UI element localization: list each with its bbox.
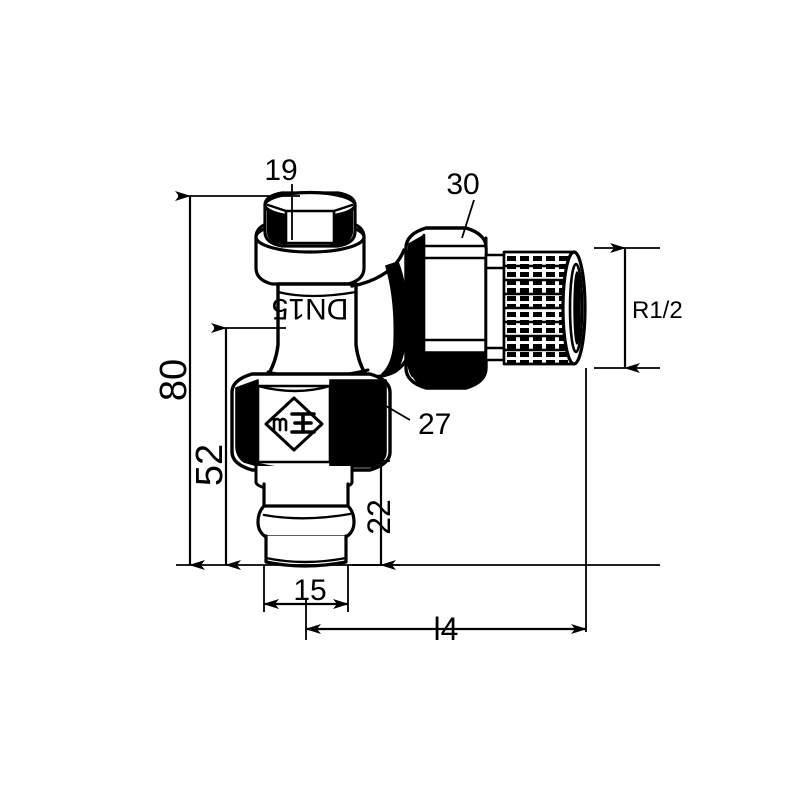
dimension-label-52: 52 <box>189 444 231 486</box>
dimension-label-22: 22 <box>361 499 397 535</box>
leader-line-30 <box>461 199 475 239</box>
body-marking-dn15: DN15 <box>272 292 349 325</box>
leader-line-27 <box>385 405 411 421</box>
union-nut <box>404 226 488 390</box>
heimeier-logo-icon <box>264 396 324 452</box>
dimension-label-30: 30 <box>446 168 479 201</box>
dimension-label-19: 19 <box>264 154 297 187</box>
dimension-label-15: 15 <box>293 574 326 607</box>
threaded-nipple <box>484 250 587 366</box>
dimension-annotations <box>175 184 660 640</box>
dimension-label-r12: R1/2 <box>632 297 683 324</box>
body-hex-nut <box>230 372 392 472</box>
press-fit-connection <box>254 464 356 568</box>
valve-body-illustration <box>230 190 587 568</box>
dimension-label-80: 80 <box>153 359 195 401</box>
spindle-hex-nut <box>254 190 366 286</box>
dimension-label-27: 27 <box>418 408 451 441</box>
dimension-label-l4: l4 <box>434 611 459 647</box>
